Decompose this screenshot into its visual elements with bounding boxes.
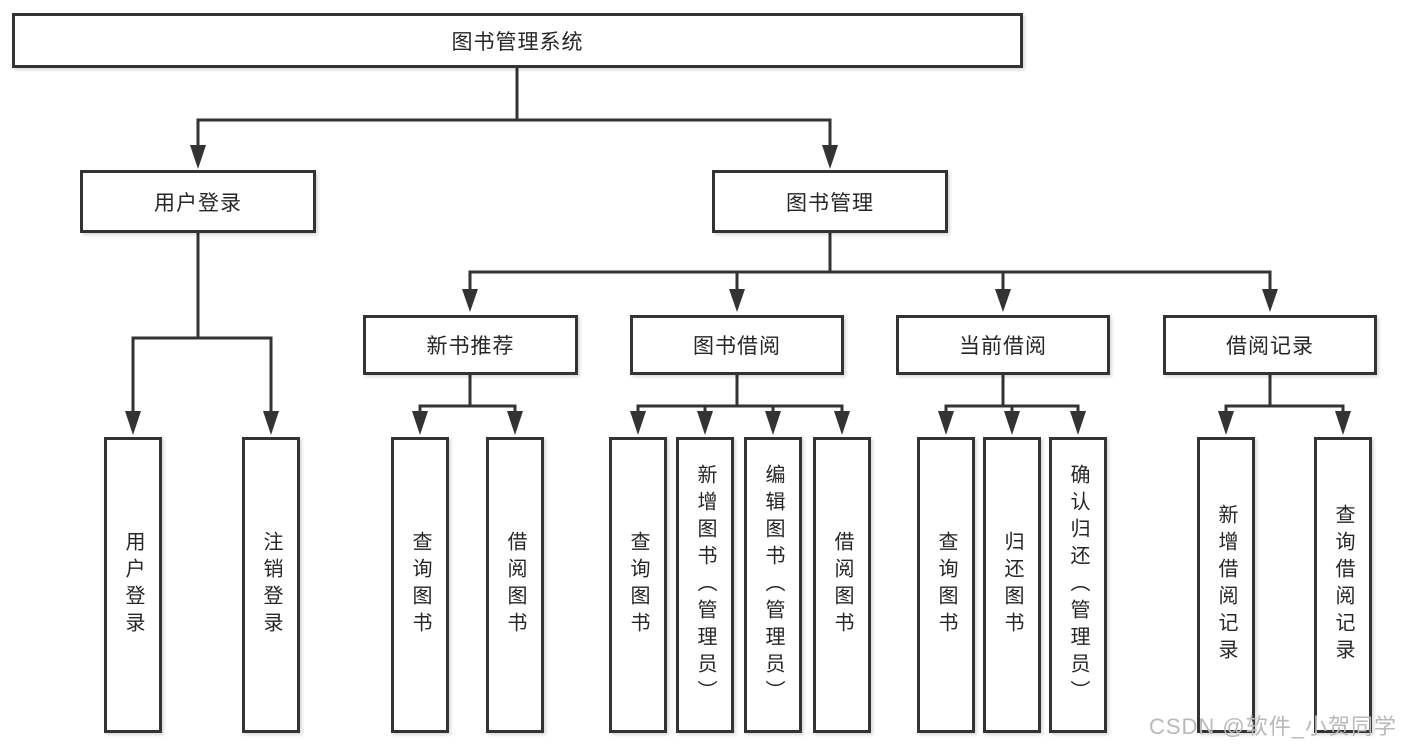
leaf-query-books-3: 查询图书: [917, 437, 975, 733]
leaf-add-book-admin: 新增图书（管理员）: [676, 437, 734, 733]
leaf-query-books-1: 查询图书: [391, 437, 449, 733]
node-label: 图书借阅: [693, 335, 781, 358]
leaf-borrow-books-1: 借阅图书: [486, 437, 544, 733]
leaf-add-borrow-record: 新增借阅记录: [1197, 437, 1255, 733]
node-borrow-records: 借阅记录: [1163, 315, 1377, 375]
leaf-query-books-2: 查询图书: [609, 437, 667, 733]
node-label: 借阅记录: [1226, 335, 1314, 358]
node-user-login: 用户登录: [80, 170, 316, 233]
node-label: 查询图书: [409, 531, 431, 639]
node-label: 新增图书（管理员）: [694, 463, 716, 707]
arrowheads: [125, 145, 1351, 435]
node-label: 借阅图书: [504, 531, 526, 639]
node-label: 图书管理: [786, 191, 874, 215]
node-label: 用户登录: [154, 191, 242, 215]
node-label: 查询图书: [935, 531, 957, 639]
leaf-edit-book-admin: 编辑图书（管理员）: [744, 437, 802, 733]
node-book-management: 图书管理: [712, 170, 948, 233]
node-label: 用户登录: [122, 531, 144, 639]
node-label: 注销登录: [260, 531, 282, 639]
node-label: 查询图书: [627, 531, 649, 639]
leaf-query-borrow-record: 查询借阅记录: [1314, 437, 1372, 733]
node-new-book-recommend: 新书推荐: [363, 315, 578, 375]
node-label: 新书推荐: [426, 335, 515, 358]
node-label: 归还图书: [1001, 531, 1023, 639]
node-label: 借阅图书: [831, 531, 853, 639]
node-current-borrowing: 当前借阅: [896, 315, 1110, 375]
node-root: 图书管理系统: [12, 13, 1023, 68]
node-label: 编辑图书（管理员）: [762, 463, 784, 707]
leaf-borrow-books-2: 借阅图书: [813, 437, 871, 733]
node-label: 新增借阅记录: [1215, 504, 1237, 666]
node-label: 图书管理系统: [451, 30, 584, 54]
node-label: 确认归还（管理员）: [1067, 463, 1089, 707]
leaf-confirm-return-admin: 确认归还（管理员）: [1049, 437, 1107, 733]
csdn-watermark: CSDN @软件_小贺同学: [1148, 714, 1397, 739]
node-label: 当前借阅: [959, 335, 1047, 358]
leaf-user-login: 用户登录: [104, 437, 162, 733]
leaf-logout: 注销登录: [242, 437, 300, 733]
leaf-return-book: 归还图书: [983, 437, 1041, 733]
node-book-borrowing: 图书借阅: [630, 315, 844, 375]
node-label: 查询借阅记录: [1332, 504, 1354, 666]
